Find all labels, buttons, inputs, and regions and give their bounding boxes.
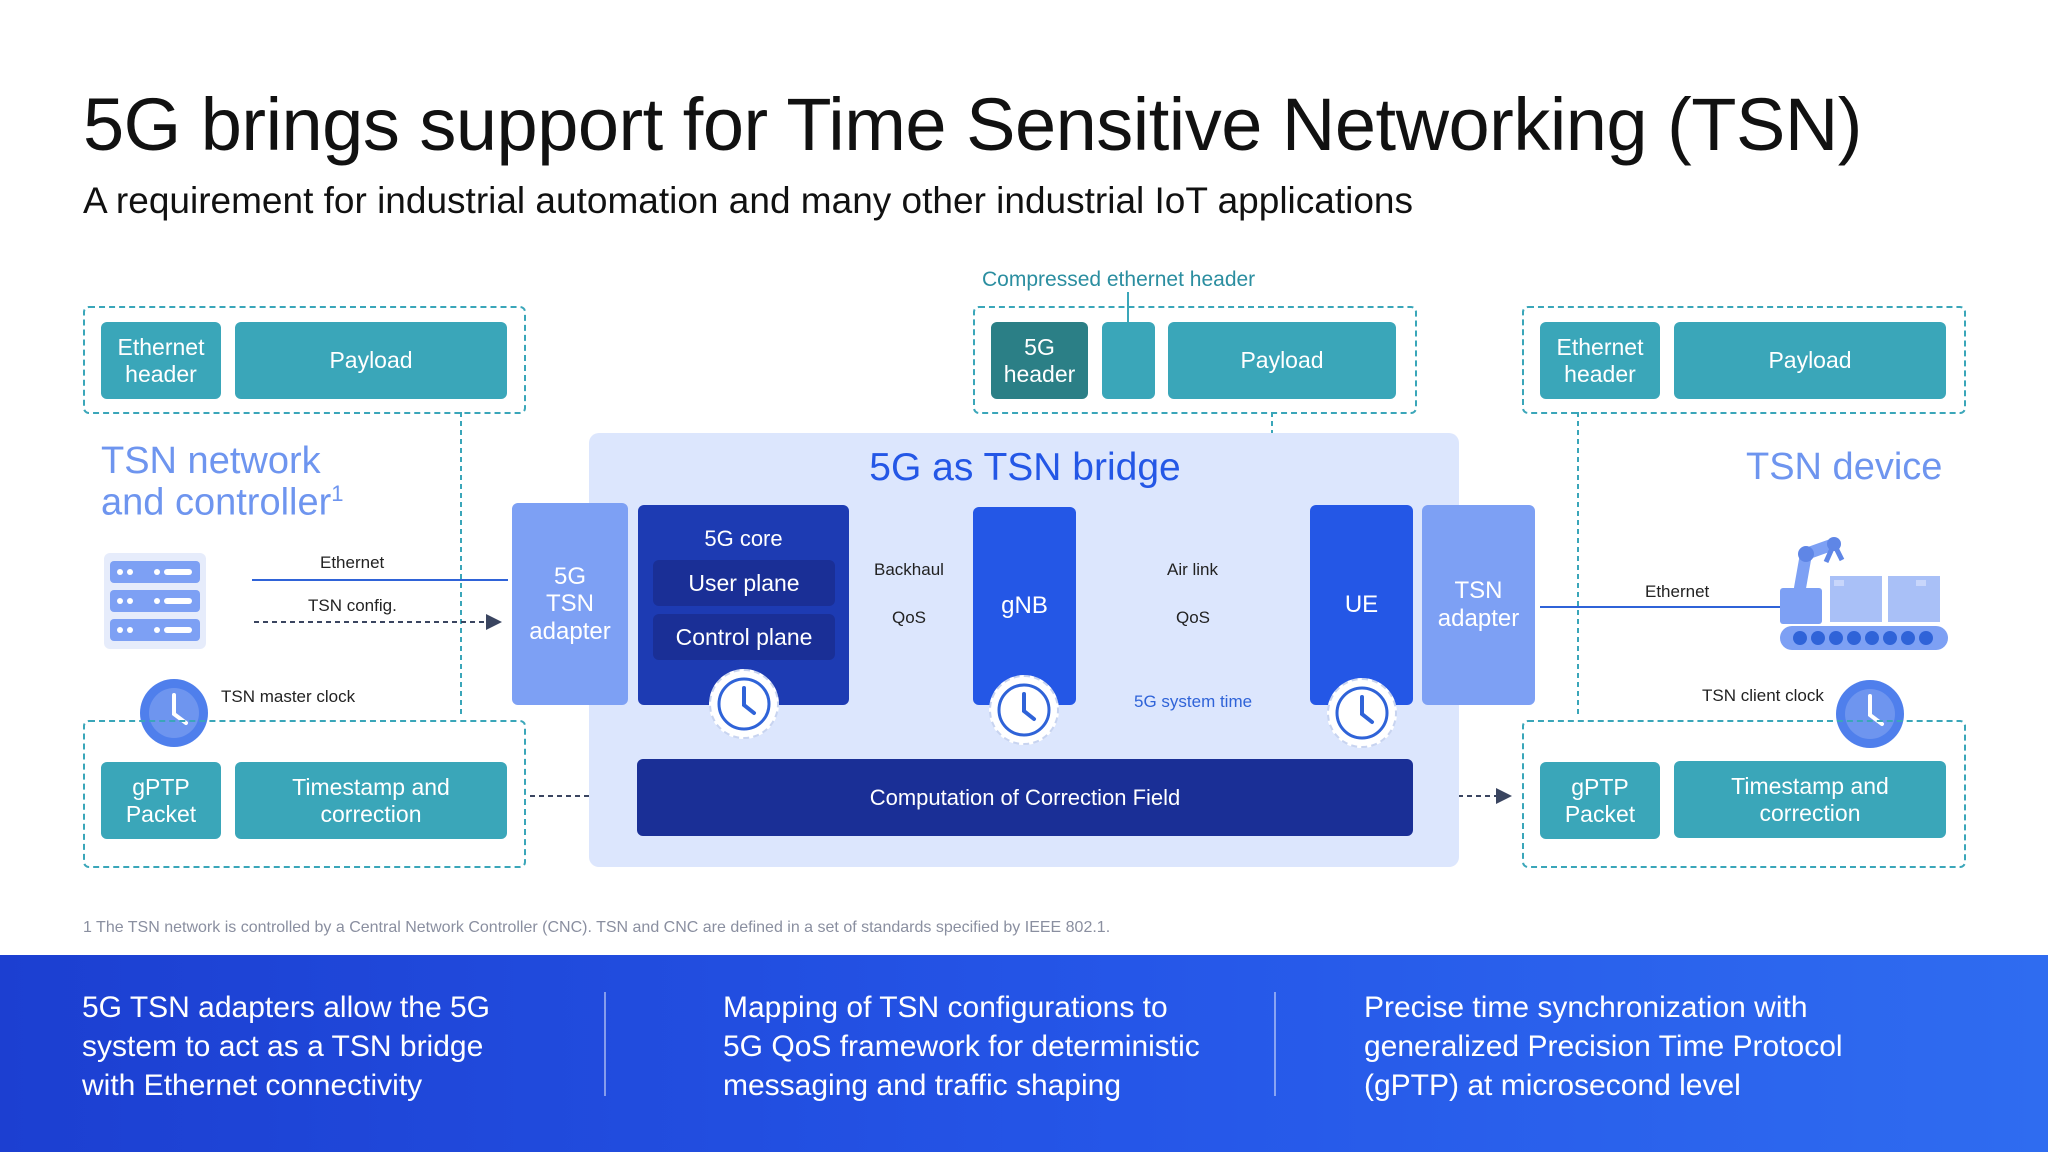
clock-icon-core (709, 669, 779, 739)
gptp-packet-right: gPTP Packet (1540, 762, 1660, 839)
5g-core-title: 5G core (704, 526, 783, 551)
footer-band (0, 955, 2048, 1152)
correction-field: Computation of Correction Field (637, 759, 1413, 836)
gptp-packet-left: gPTP Packet (101, 762, 221, 839)
clock-icon-gnb (989, 675, 1059, 745)
footer-point-2: Mapping of TSN configurations to 5G QoS … (723, 991, 1200, 1102)
payload-middle: Payload (1168, 322, 1396, 399)
tsn-network-label: TSN network and controller1 (101, 440, 344, 524)
airlink-label: Air link (1167, 560, 1219, 579)
payload-right: Payload (1674, 322, 1946, 399)
robot-arm-icon (1776, 532, 1952, 659)
tsn-config-label: TSN config. (308, 596, 397, 615)
qos-label-2: QoS (1176, 608, 1211, 627)
user-plane: User plane (653, 560, 835, 606)
page-subtitle: A requirement for industrial automation … (83, 180, 1413, 221)
footer-point-1: 5G TSN adapters allow the 5G system to a… (82, 991, 490, 1102)
tsn-adapter-right: TSN adapter (1422, 505, 1535, 705)
client-clock-icon (1834, 678, 1906, 755)
footnote-marker: 1 (331, 480, 344, 506)
packet-left (83, 306, 526, 414)
system-time-label: 5G system time (1134, 692, 1253, 711)
client-clock-label: TSN client clock (1702, 686, 1824, 705)
qos-label-1: QoS (892, 608, 927, 627)
footer-point-3: Precise time synchronization with genera… (1364, 991, 1843, 1102)
gnb-box: gNB (973, 507, 1076, 705)
compressed-header-caption: Compressed ethernet header (982, 268, 1256, 291)
timestamp-correction-right: Timestamp and correction (1674, 761, 1946, 838)
footer-divider-1 (604, 992, 606, 1096)
footer-divider-2 (1274, 992, 1276, 1096)
gptp-group-left (83, 720, 526, 868)
footnote: 1 The TSN network is controlled by a Cen… (83, 919, 1111, 936)
bridge-title: 5G as TSN bridge (869, 446, 1181, 489)
master-clock-label: TSN master clock (221, 687, 356, 706)
ethernet-right-label: Ethernet (1645, 582, 1710, 601)
clock-icon-ue (1327, 678, 1397, 748)
ethernet-header-left: Ethernet header (101, 322, 221, 399)
5g-header: 5G header (991, 322, 1088, 399)
timestamp-correction-left: Timestamp and correction (235, 762, 507, 839)
control-plane: Control plane (653, 614, 835, 660)
packet-right (1522, 306, 1966, 414)
ethernet-left-label: Ethernet (320, 553, 385, 572)
tsn-device-label: TSN device (1746, 446, 1943, 488)
payload-left: Payload (235, 322, 507, 399)
ue-box: UE (1310, 505, 1413, 705)
ethernet-header-right: Ethernet header (1540, 322, 1660, 399)
server-icon (102, 551, 208, 656)
packet-middle (973, 306, 1417, 414)
compressed-header-block (1102, 322, 1155, 399)
gptp-group-right (1522, 720, 1966, 868)
page-title: 5G brings support for Time Sensitive Net… (83, 83, 1862, 166)
5g-tsn-adapter-left: 5G TSN adapter (512, 503, 628, 705)
backhaul-label: Backhaul (874, 560, 944, 579)
